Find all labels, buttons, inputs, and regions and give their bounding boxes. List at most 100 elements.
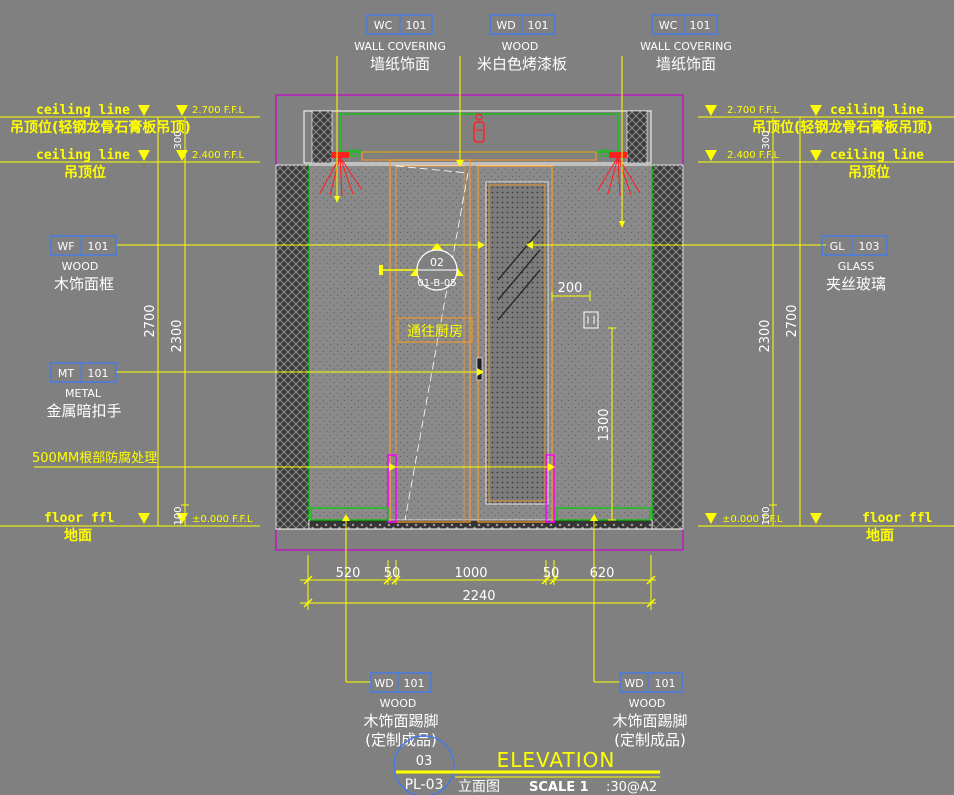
level-markers-left: ceiling line 吊顶位(轻钢龙骨石膏板吊顶) ceiling line… xyxy=(0,103,260,544)
tag-material-cn: 米白色烤漆板 xyxy=(477,55,567,73)
ceiling-line-label: ceiling line xyxy=(36,148,130,163)
tag-code: WD xyxy=(496,19,515,32)
tag-material-en: WOOD xyxy=(629,697,666,710)
dim-height-100: 100 xyxy=(761,506,772,525)
light-switch xyxy=(583,311,599,329)
dim-height-300: 300 xyxy=(761,130,772,149)
title-en: ELEVATION xyxy=(497,748,616,772)
tag-material-cn: 木饰面踢脚 xyxy=(612,712,687,730)
dim-200-lines xyxy=(551,291,591,301)
vertical-dimension-lines xyxy=(154,116,804,527)
left-ceiling-cavity xyxy=(311,110,333,164)
floor-ffl-label: floor ffl xyxy=(862,511,932,526)
ceiling-position-label: 吊顶位(轻钢龙骨石膏板吊顶) xyxy=(10,119,191,136)
tag-number: 101 xyxy=(528,19,549,32)
title-number: 03 xyxy=(416,754,433,769)
anticorrosion-note: 500MM根部防腐处理 xyxy=(32,450,157,466)
floor-label: 地面 xyxy=(866,527,894,544)
glass-hatch xyxy=(497,229,541,321)
dim-height-300: 300 xyxy=(173,130,184,149)
glass-door xyxy=(476,165,555,523)
tag-number: 101 xyxy=(88,240,109,253)
door-opening xyxy=(387,159,471,523)
title-circle xyxy=(393,735,455,795)
tag-code: WC xyxy=(659,19,678,32)
title-cn: 立面图 xyxy=(458,779,500,795)
tag-top-left: WC 101 WALL COVERING 墙纸饰面 xyxy=(354,14,446,73)
tag-material-en: METAL xyxy=(65,387,102,400)
tag-code: MT xyxy=(58,367,74,380)
doorway-inner-frame xyxy=(395,165,465,523)
dim-1000: 1000 xyxy=(454,566,487,581)
tag-material-cn: 夹丝玻璃 xyxy=(826,275,886,293)
door-swing-line xyxy=(395,165,469,521)
level-2400-ffl: 2.400 F.F.L xyxy=(192,150,244,161)
tag-wf: WF 101 WOOD 木饰面框 xyxy=(50,235,117,293)
tag-gl: GL 103 GLASS 夹丝玻璃 xyxy=(821,235,888,293)
ceiling-position-label: 吊顶位 xyxy=(848,164,890,181)
level-2700-ffl: 2.700 F.F.L xyxy=(192,105,244,116)
skirting-boards xyxy=(310,507,651,521)
right-ceiling-cavity xyxy=(626,110,648,164)
dim-height-2300: 2300 xyxy=(758,319,773,352)
tag-number: 103 xyxy=(859,240,880,253)
dim-520: 520 xyxy=(336,566,361,581)
tag-material-en: WOOD xyxy=(380,697,417,710)
dim-50-right: 50 xyxy=(543,566,560,581)
tag-material-cn: 墙纸饰面 xyxy=(656,55,716,73)
smoke-sensor xyxy=(473,113,485,143)
right-downlight xyxy=(609,152,627,158)
right-wall-section xyxy=(651,164,684,530)
section-marker: 02 01-B-05 xyxy=(379,243,464,291)
tag-material-en: WOOD xyxy=(62,260,99,273)
dim-switch-height-1300: 1300 xyxy=(597,408,612,441)
tag-material-note: (定制成品) xyxy=(614,731,686,749)
left-wall-section xyxy=(275,164,310,530)
ceiling-position-label: 吊顶位(轻钢龙骨石膏板吊顶) xyxy=(752,119,933,136)
dim-height-2700: 2700 xyxy=(143,304,158,337)
tag-top-right: WC 101 WALL COVERING 墙纸饰面 xyxy=(640,14,732,73)
tag-material-en: GLASS xyxy=(838,260,874,273)
sheet-number: PL-03 xyxy=(405,777,444,793)
ceiling-line-label: ceiling line xyxy=(830,148,924,163)
tag-code: GL xyxy=(830,240,846,253)
floor-label: 地面 xyxy=(64,527,92,544)
tag-bottom-right: WD 101 WOOD 木饰面踢脚 (定制成品) xyxy=(612,672,688,749)
level-0-ffl: ±0.000 F.F.L xyxy=(192,514,253,525)
ceiling-line-label: ceiling line xyxy=(36,103,130,118)
tag-material-cn: 木饰面框 xyxy=(54,275,114,293)
glass-inner-frame xyxy=(488,184,546,502)
tag-number: 101 xyxy=(404,677,425,690)
room-frame xyxy=(275,94,684,551)
tag-material-cn: 木饰面踢脚 xyxy=(363,712,438,730)
scale-value: :30@A2 xyxy=(606,780,657,795)
ceiling-position-label: 吊顶位 xyxy=(64,164,106,181)
passage-label-box xyxy=(397,317,473,343)
passage-label: 通往厨房 xyxy=(407,324,463,340)
section-marker-number: 02 xyxy=(430,256,444,269)
ceiling-line-label: ceiling line xyxy=(830,103,924,118)
tag-material-en: WALL COVERING xyxy=(640,40,732,53)
left-downlight xyxy=(331,152,349,158)
tag-number: 101 xyxy=(690,19,711,32)
tag-top-center: WD 101 WOOD 米白色烤漆板 xyxy=(477,14,567,73)
tag-material-en: WOOD xyxy=(502,40,539,53)
dim-width-200: 200 xyxy=(558,281,583,296)
tag-material-cn: 墙纸饰面 xyxy=(370,55,430,73)
tag-bottom-left: WD 101 WOOD 木饰面踢脚 (定制成品) xyxy=(363,672,439,749)
level-0-ffl: ±0.000 F.F.L xyxy=(722,514,783,525)
left-downlight-beam xyxy=(319,156,363,197)
tag-code: WC xyxy=(374,19,393,32)
dim-height-2300: 2300 xyxy=(170,319,185,352)
tag-code: WD xyxy=(374,677,393,690)
dim-50-left: 50 xyxy=(384,566,401,581)
tag-material-cn: 金属暗扣手 xyxy=(46,402,121,420)
tag-number: 101 xyxy=(655,677,676,690)
level-2700-ffl: 2.700 F.F.L xyxy=(727,105,779,116)
tag-code: WD xyxy=(624,677,643,690)
tag-material-en: WALL COVERING xyxy=(354,40,446,53)
floor-ffl-label: floor ffl xyxy=(44,511,114,526)
glass-panel xyxy=(485,181,549,505)
level-2400-ffl: 2.400 F.F.L xyxy=(727,150,779,161)
